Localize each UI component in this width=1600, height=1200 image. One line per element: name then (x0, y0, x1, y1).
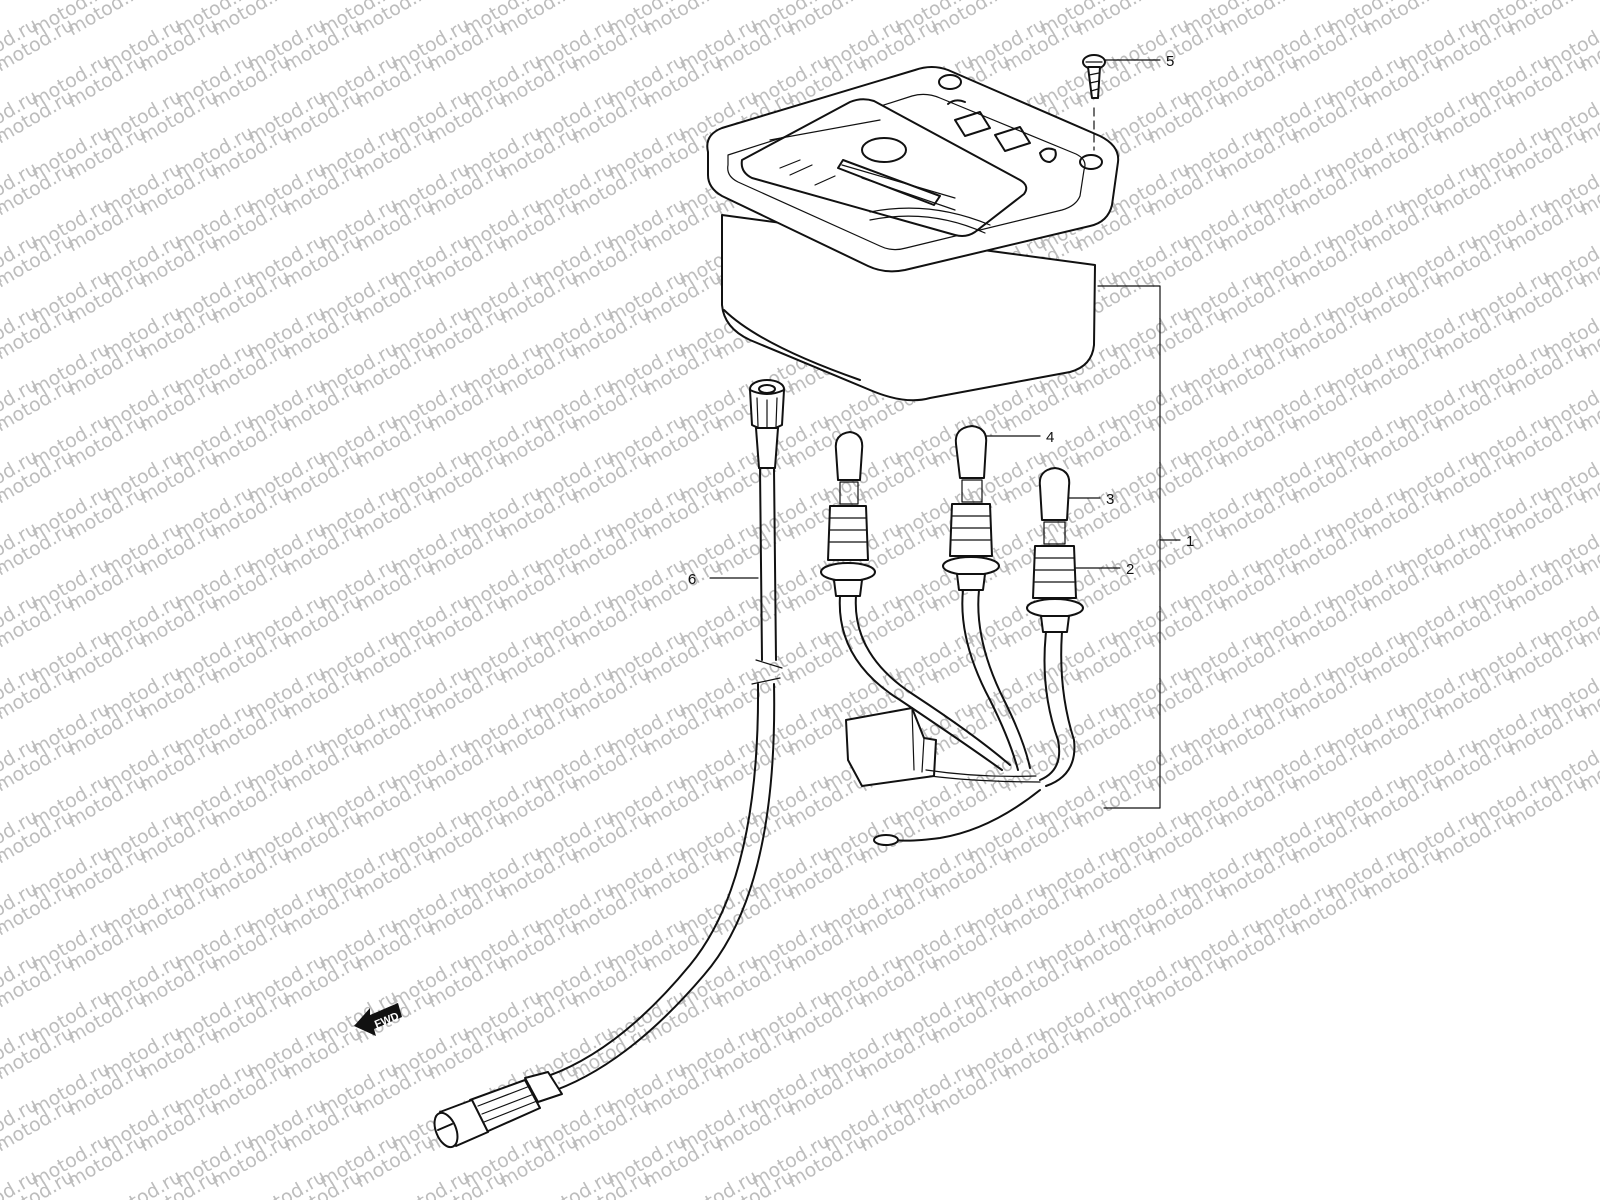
callout-4: 4 (1046, 429, 1054, 446)
screw (1082, 54, 1106, 151)
speedometer-assembly (706, 66, 1120, 402)
callout-1: 1 (1186, 533, 1194, 550)
bulb-harness (820, 425, 1084, 846)
callout-6: 6 (688, 571, 696, 588)
callout-3: 3 (1106, 491, 1114, 508)
leader-lines (709, 59, 1181, 579)
watermark-text: motod.ru (1576, 0, 1600, 4)
assembly-bracket (1097, 285, 1161, 809)
callout-5: 5 (1166, 53, 1174, 70)
speedometer-cable (433, 379, 785, 1149)
callout-2: 2 (1126, 561, 1134, 578)
